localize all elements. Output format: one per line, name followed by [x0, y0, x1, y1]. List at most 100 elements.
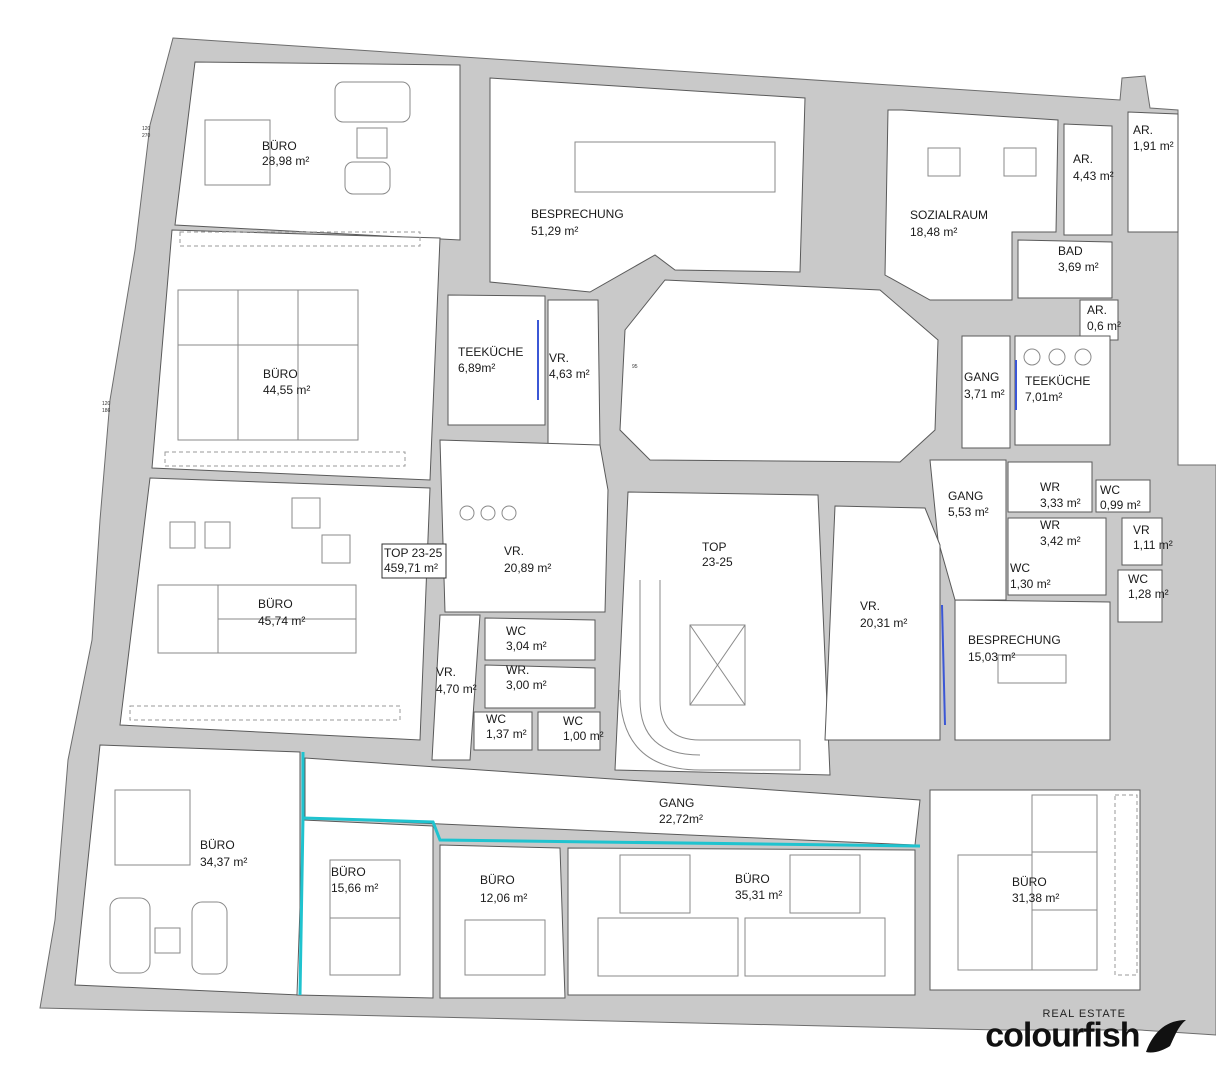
room-gang-371 — [961, 335, 1011, 449]
svg-text:WR.3,00 m²: WR.3,00 m² — [506, 663, 547, 692]
room-area: 3,04 m² — [506, 639, 547, 653]
room-wc-137 — [473, 711, 533, 751]
room-ar-443 — [1063, 123, 1113, 236]
room-name: WC — [506, 624, 526, 638]
room-wc-100 — [537, 711, 601, 751]
room-name: VR — [1133, 523, 1150, 537]
window-dims: 120 270 120 186 95 — [102, 126, 638, 414]
dim-95: 95 — [632, 364, 638, 370]
room-name: GANG — [659, 796, 694, 810]
room-name: WC — [1128, 572, 1148, 586]
room-name: VR. — [436, 665, 456, 679]
room-vr-2089 — [439, 439, 609, 613]
company-logo: REAL ESTATE colourfish — [985, 1008, 1188, 1056]
room-area: 4,63 m² — [549, 367, 590, 381]
svg-text:AR.1,91 m²: AR.1,91 m² — [1133, 123, 1174, 153]
logo-wordmark: colourfish — [985, 1016, 1140, 1055]
glass-partitions — [298, 320, 1017, 996]
room-area: 0,6 m² — [1087, 319, 1121, 333]
svg-text:WC1,30 m²: WC1,30 m² — [1010, 561, 1051, 591]
room-area: 44,55 m² — [263, 383, 310, 397]
room-area: 7,01m² — [1025, 390, 1062, 404]
svg-text:WC1,37 m²: WC1,37 m² — [486, 712, 527, 741]
room-wr-342 — [1007, 517, 1107, 596]
svg-text:WC1,28 m²: WC1,28 m² — [1128, 572, 1169, 601]
room-name: BÜRO — [331, 865, 366, 879]
room-name: TOP — [702, 540, 726, 554]
room-ar-06 — [1079, 299, 1119, 341]
svg-text:WR3,42 m²: WR3,42 m² — [1040, 518, 1081, 548]
room-area: 51,29 m² — [531, 224, 578, 238]
dim-120b: 120 — [102, 401, 111, 407]
room-name: GANG — [964, 370, 999, 384]
room-area: 6,89m² — [458, 361, 495, 375]
svg-text:AR.4,43 m²: AR. 4,43 m² — [1073, 152, 1114, 183]
room-name: VR. — [549, 351, 569, 365]
room-area: 22,72m² — [659, 812, 703, 826]
room-name: AR. — [1073, 152, 1093, 166]
room-area: 1,37 m² — [486, 727, 527, 741]
room-area: 3,42 m² — [1040, 534, 1081, 548]
room-area: 35,31 m² — [735, 888, 782, 902]
top-box-line1: TOP 23-25 — [384, 546, 443, 560]
room-name: BÜRO — [1012, 875, 1047, 889]
room-buero-4574 — [119, 477, 431, 741]
room-bad — [1017, 239, 1113, 299]
room-ar-191 — [1127, 111, 1179, 233]
rooms — [74, 61, 1179, 999]
room-area: 3,33 m² — [1040, 496, 1081, 510]
svg-text:WC3,04 m²: WC3,04 m² — [506, 624, 547, 653]
room-top-stair — [614, 491, 831, 776]
room-name: BÜRO — [262, 139, 297, 153]
room-wc-304 — [484, 617, 596, 661]
room-name: TEEKÜCHE — [1025, 374, 1090, 388]
room-name: BESPRECHUNG — [968, 633, 1061, 647]
room-name: WR. — [506, 663, 529, 677]
svg-text:VR1,11 m²: VR1,11 m² — [1133, 523, 1173, 552]
room-name: WC — [563, 714, 583, 728]
room-name: VR. — [504, 544, 524, 558]
room-besprechung-1503 — [954, 599, 1111, 741]
room-name: BÜRO — [480, 873, 515, 887]
top-box-line2: 459,71 m² — [384, 561, 438, 575]
room-name: WR — [1040, 480, 1060, 494]
room-area: 1,28 m² — [1128, 587, 1169, 601]
room-name: BÜRO — [200, 838, 235, 852]
room-buero-1206 — [439, 844, 566, 999]
room-name: BÜRO — [263, 367, 298, 381]
room-name: AR. — [1087, 303, 1107, 317]
room-area: 34,37 m² — [200, 855, 247, 869]
room-area: 28,98 m² — [262, 154, 309, 168]
room-area: 3,71 m² — [964, 387, 1005, 401]
room-name: WC — [486, 712, 506, 726]
room-area: 15,03 m² — [968, 650, 1015, 664]
room-wc-099 — [1095, 479, 1151, 513]
room-area: 1,91 m² — [1133, 139, 1174, 153]
room-area: 31,38 m² — [1012, 891, 1059, 905]
room-wr-333 — [1007, 461, 1093, 513]
room-area: 4,43 m² — [1073, 169, 1114, 183]
dim-270: 270 — [142, 133, 151, 139]
room-area: 5,53 m² — [948, 505, 989, 519]
svg-text:VR.4,63 m²: VR. 4,63 m² — [549, 351, 590, 381]
room-vr-2031 — [824, 505, 941, 741]
room-name: BÜRO — [735, 872, 770, 886]
room-name: WC — [1010, 561, 1030, 575]
